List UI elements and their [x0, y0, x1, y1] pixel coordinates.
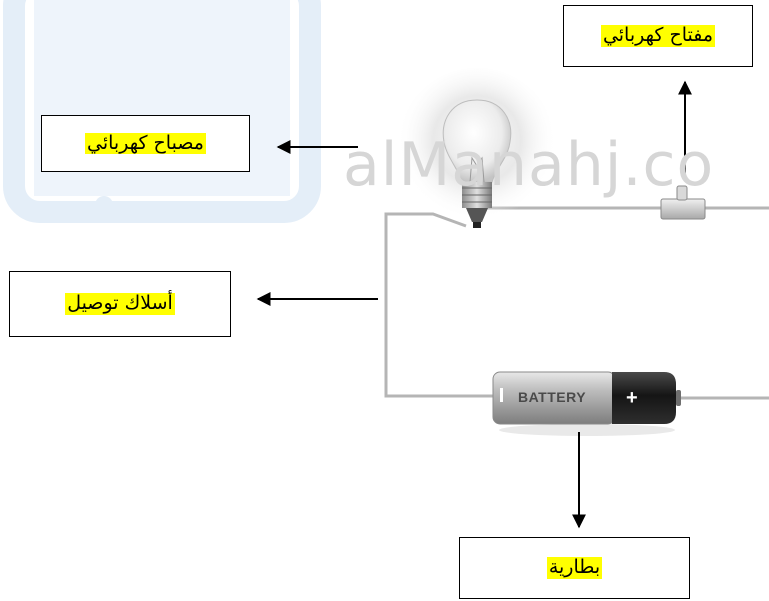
light-bulb-icon	[397, 68, 557, 228]
battery-icon: BATTERY +	[492, 371, 681, 436]
switch-icon	[660, 185, 706, 220]
wires-label: أسلاك توصيل	[65, 292, 175, 315]
annotation-arrows	[256, 80, 692, 529]
lamp-label-box: مصباح كهربائي	[41, 115, 250, 172]
battery-brand-text: BATTERY	[518, 389, 586, 405]
tablet-watermark-icon	[3, 0, 321, 223]
site-watermark: alManahj.co	[343, 130, 715, 200]
switch-label-box: مفتاح كهربائي	[563, 5, 753, 67]
battery-label: بطارية	[546, 556, 603, 579]
lamp-label: مصباح كهربائي	[85, 131, 206, 155]
connecting-wires	[384, 206, 769, 400]
wires-label-box: أسلاك توصيل	[9, 271, 231, 337]
switch-label: مفتاح كهربائي	[600, 24, 716, 47]
battery-plus-sign: +	[626, 387, 638, 409]
battery-label-box: بطارية	[459, 537, 690, 599]
